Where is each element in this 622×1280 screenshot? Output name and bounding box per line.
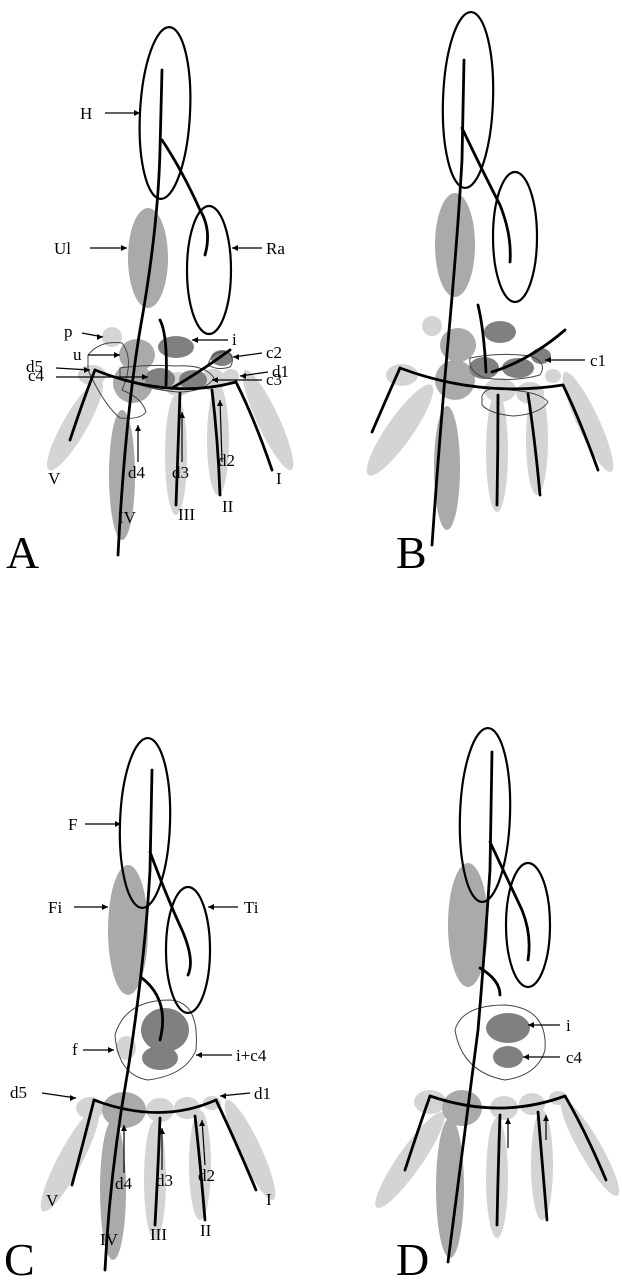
label-iv: IV <box>100 1230 119 1249</box>
label-v: V <box>48 469 61 488</box>
panel-d: i c4 D <box>367 727 622 1280</box>
label-u: u <box>73 345 82 364</box>
label-d2: d2 <box>198 1166 215 1185</box>
label-ra: Ra <box>266 239 285 258</box>
pisiform-element <box>422 316 442 336</box>
intermedium-element <box>484 321 516 343</box>
humerus-ellipse <box>136 26 195 200</box>
label-ii: II <box>222 497 234 516</box>
label-i: i <box>566 1016 571 1035</box>
label-ul: Ul <box>54 239 71 258</box>
humerus-ellipse <box>440 11 496 189</box>
label-c1: c1 <box>590 351 606 370</box>
label-f-small: f <box>72 1040 78 1059</box>
panel-c-arrows <box>42 821 250 1173</box>
femur-ellipse <box>117 737 173 909</box>
label-iii: III <box>178 505 195 524</box>
label-d1: d1 <box>254 1084 271 1103</box>
digit-iii-line <box>497 395 498 505</box>
panel-letter-a: A <box>6 527 39 578</box>
label-i-c4: i+c4 <box>236 1046 267 1065</box>
label-d2: d2 <box>218 451 235 470</box>
label-d4: d4 <box>128 463 146 482</box>
digit-v-element <box>358 377 442 482</box>
intermedium-element <box>486 1013 530 1043</box>
c4-lower-element <box>142 1046 178 1070</box>
label-iii: III <box>150 1225 167 1244</box>
radiale-element <box>531 348 551 364</box>
panel-c: F Fi Ti f i+c4 d5 d1 V d4 d3 d2 I IV III… <box>4 737 283 1280</box>
label-d3: d3 <box>156 1171 173 1190</box>
digit-i-element <box>217 1096 283 1205</box>
label-h: H <box>80 104 92 123</box>
label-i-digit: I <box>266 1190 272 1209</box>
label-i: i <box>232 330 237 349</box>
radius-ellipse <box>493 172 537 302</box>
c4-element <box>493 1046 523 1068</box>
c2-element <box>211 350 233 366</box>
tibia-line <box>490 842 529 960</box>
label-d5: d5 <box>10 1083 27 1102</box>
panel-b: c1 B <box>358 11 621 578</box>
femur-ellipse <box>457 727 513 903</box>
label-d1: d1 <box>272 362 289 381</box>
label-f: F <box>68 815 77 834</box>
d5-element <box>414 1090 446 1114</box>
label-iv: IV <box>118 508 137 527</box>
digit-i-element <box>553 1095 622 1201</box>
label-ii: II <box>200 1221 212 1240</box>
label-d3: d3 <box>172 463 189 482</box>
label-c4: c4 <box>566 1048 583 1067</box>
label-c2: c2 <box>266 343 282 362</box>
intermedium-c4-element <box>141 1008 189 1052</box>
label-d4: d4 <box>115 1174 133 1193</box>
ulna-element <box>128 208 168 308</box>
label-ti: Ti <box>244 898 259 917</box>
panel-letter-d: D <box>396 1234 429 1280</box>
radius-ellipse <box>187 206 231 334</box>
intermedium-element <box>158 336 194 358</box>
digit-v-element <box>32 1103 108 1217</box>
label-d5: d5 <box>26 357 43 376</box>
panel-letter-b: B <box>396 527 427 578</box>
panel-b-arrows <box>545 357 585 363</box>
digit-i-element <box>555 368 621 477</box>
panel-a: H Ul Ra p i u c2 c4 c3 d5 d1 V d4 d3 d2 … <box>6 26 301 578</box>
label-i-digit: I <box>276 469 282 488</box>
label-fi: Fi <box>48 898 62 917</box>
d1-element <box>545 369 561 383</box>
label-p: p <box>64 322 73 341</box>
label-v: V <box>46 1191 59 1210</box>
panel-letter-c: C <box>4 1234 35 1280</box>
